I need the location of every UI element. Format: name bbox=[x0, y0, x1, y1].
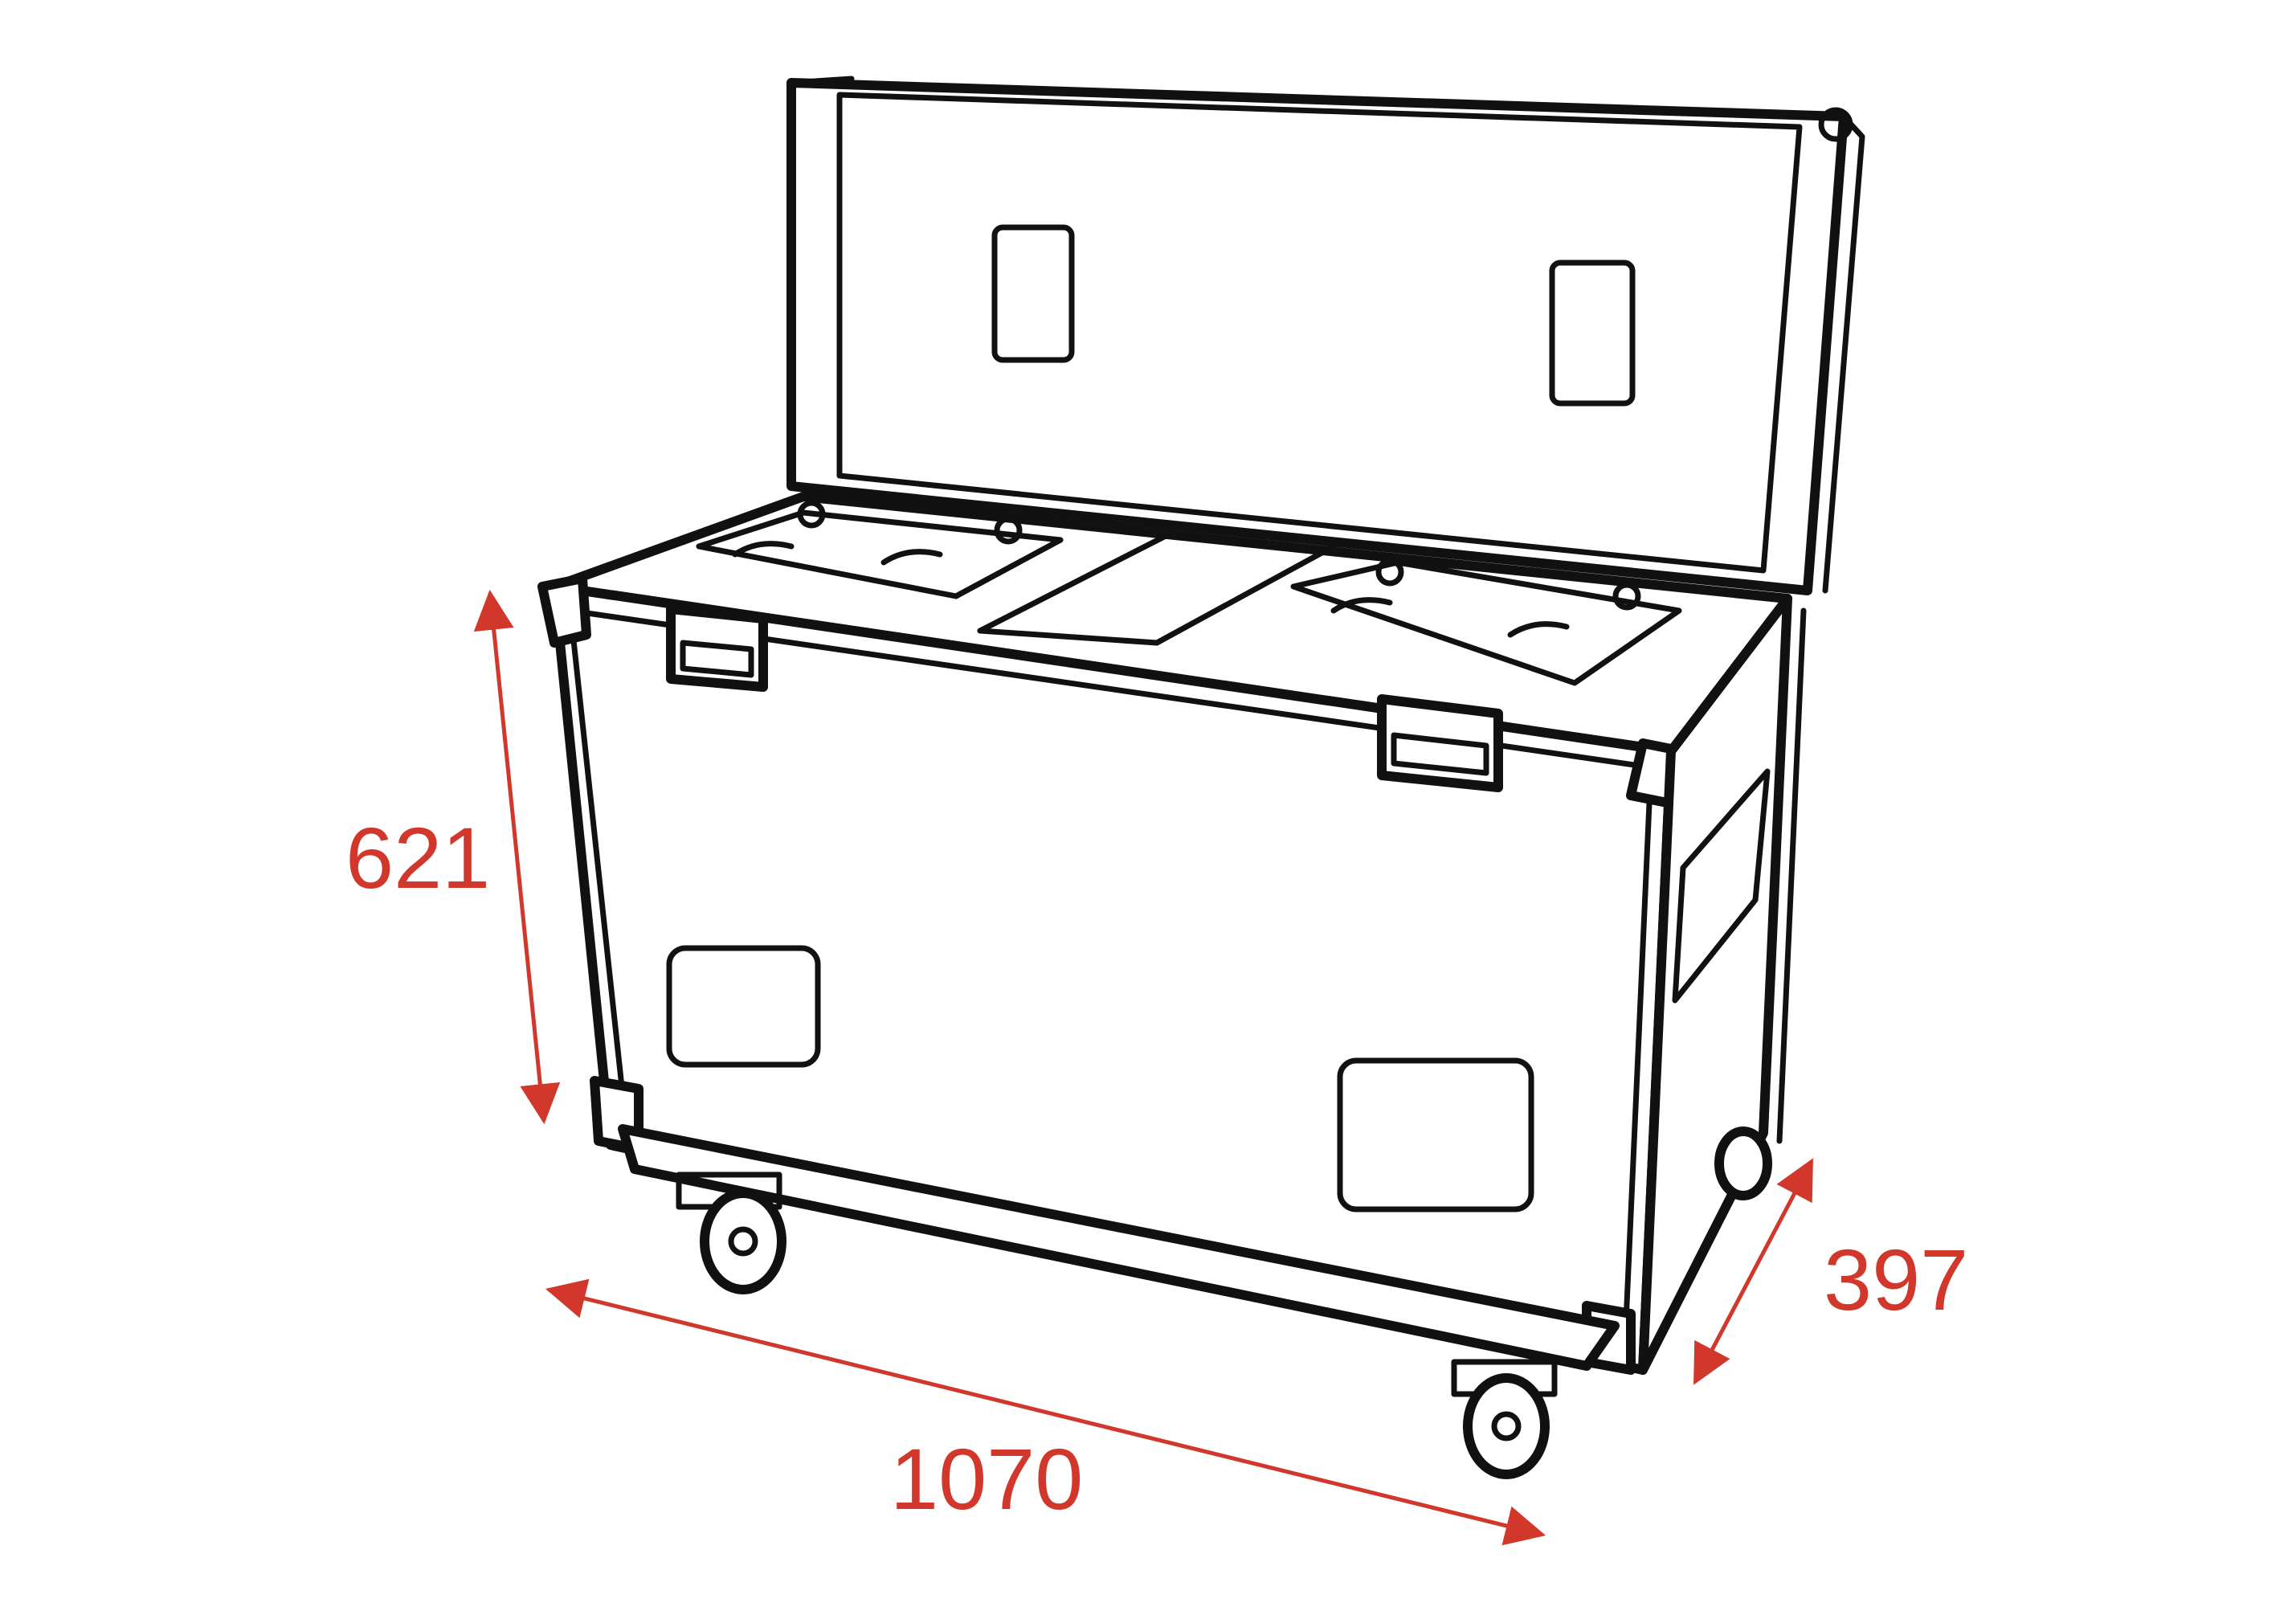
caster-rear-right bbox=[1714, 1127, 1772, 1200]
side-edge-strip bbox=[1776, 607, 1807, 1144]
clamp-lever-right-1 bbox=[1330, 597, 1393, 614]
mount-plate-left bbox=[696, 509, 1064, 599]
caster-fl-wheel bbox=[700, 1188, 786, 1294]
corner-guard-top-left bbox=[537, 574, 591, 648]
divider-left bbox=[977, 531, 1172, 634]
latch-left-ring bbox=[680, 640, 754, 678]
side-handle-recess bbox=[1672, 768, 1771, 1004]
divider-crossbar bbox=[977, 628, 1160, 646]
dimension-height: 621 bbox=[345, 589, 561, 1125]
lid-corner-cap bbox=[1818, 107, 1853, 142]
dimension-depth-arrow bbox=[1693, 1158, 1814, 1385]
lid-outer-frame bbox=[786, 78, 1849, 595]
dimension-width-arrow bbox=[545, 1278, 1546, 1546]
divider-right bbox=[1154, 543, 1337, 646]
lid-hinge-top bbox=[788, 76, 855, 86]
mount-plate-right bbox=[1290, 559, 1682, 686]
clamp-lever-left-1 bbox=[732, 541, 795, 558]
lid-foam-pad-left bbox=[991, 224, 1075, 363]
caster-rr-wheel bbox=[1714, 1127, 1772, 1200]
clamp-knob-right-1 bbox=[1375, 558, 1404, 587]
clamp-knob-right-2 bbox=[1612, 582, 1641, 611]
fixture-mount-right bbox=[1290, 558, 1682, 686]
latch-right-ring bbox=[1391, 732, 1489, 776]
front-pad-left bbox=[666, 945, 821, 1068]
dimension-width-label: 1070 bbox=[890, 1430, 1083, 1527]
case-lid bbox=[786, 76, 1865, 595]
fixture-mount-left bbox=[696, 500, 1064, 599]
dimension-height-label: 621 bbox=[345, 809, 490, 906]
dimension-height-arrow bbox=[473, 589, 561, 1125]
clamp-lever-left-2 bbox=[880, 549, 943, 566]
lid-inner-panel bbox=[836, 92, 1803, 574]
front-pad-right bbox=[1337, 1057, 1534, 1212]
case-side-face bbox=[1638, 594, 1807, 1375]
caster-fl-hub bbox=[728, 1226, 758, 1257]
caster-front-right bbox=[1451, 1359, 1558, 1479]
caster-fr-wheel bbox=[1463, 1373, 1550, 1479]
dimension-width: 1070 bbox=[545, 1278, 1546, 1546]
clamp-lever-right-2 bbox=[1507, 621, 1570, 638]
lid-foam-pad-right bbox=[1549, 260, 1636, 407]
dimension-depth: 397 bbox=[1693, 1158, 1968, 1385]
clamp-knob-left-2 bbox=[994, 516, 1023, 545]
dimension-depth-label: 397 bbox=[1824, 1231, 1968, 1328]
clamp-knob-left-1 bbox=[797, 500, 826, 529]
